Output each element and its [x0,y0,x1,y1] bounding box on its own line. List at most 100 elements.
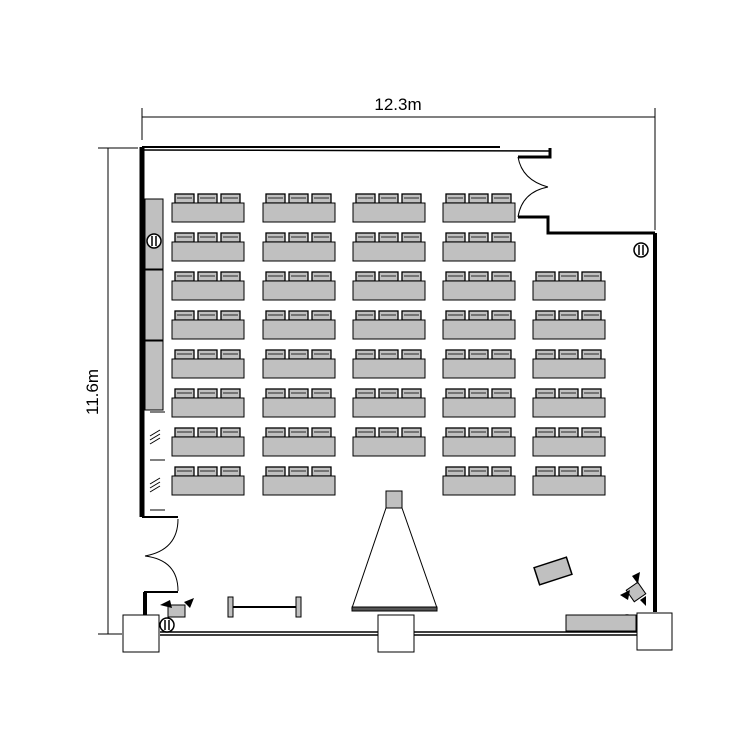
chair [491,310,512,321]
desk-unit [442,427,516,457]
desk [532,280,606,301]
chair [535,271,556,282]
desk-unit [262,349,336,379]
chair [401,349,422,360]
desk-unit [171,310,245,340]
chair [491,271,512,282]
desk [171,358,245,379]
chair [220,349,241,360]
chair [558,466,579,477]
chair [445,271,466,282]
desk-unit [262,427,336,457]
desk [352,319,426,340]
chair [355,193,376,204]
chair [265,466,286,477]
chair [558,427,579,438]
chair [197,427,218,438]
chair [174,232,195,243]
desk-unit [532,466,606,496]
desk [532,475,606,496]
desk [171,202,245,223]
chair [491,427,512,438]
desk-unit [171,427,245,457]
desk-unit [442,271,516,301]
chair [220,310,241,321]
left-double-door[interactable] [144,518,179,592]
desk [352,397,426,418]
chair [197,193,218,204]
desk [532,358,606,379]
chair [581,427,602,438]
chair [197,388,218,399]
chair [265,349,286,360]
lectern-table [533,556,573,586]
desk [171,241,245,262]
desk [442,358,516,379]
chair [197,271,218,282]
chair [581,310,602,321]
chair [197,232,218,243]
desk-grid [171,193,606,496]
chair [220,466,241,477]
desk-unit [442,310,516,340]
chair [174,193,195,204]
chair [491,193,512,204]
chair [311,349,332,360]
chair [311,271,332,282]
structural-columns [122,612,673,653]
chair [174,271,195,282]
chair [220,271,241,282]
desk [171,397,245,418]
chair [174,388,195,399]
desk [352,280,426,301]
desk [442,436,516,457]
top-right-double-door[interactable] [517,156,549,218]
chair [288,232,309,243]
chair [535,349,556,360]
chair [311,388,332,399]
chair [220,232,241,243]
desk-unit [352,349,426,379]
chair [174,349,195,360]
desk [352,436,426,457]
desk-unit [442,232,516,262]
chair [535,310,556,321]
chair [220,388,241,399]
chair [581,271,602,282]
desk [262,397,336,418]
chair [265,388,286,399]
chair [288,466,309,477]
chair [311,193,332,204]
chair [491,232,512,243]
chair [468,388,489,399]
chair [355,232,376,243]
chair [581,466,602,477]
chair [491,349,512,360]
chair [288,427,309,438]
desk [262,280,336,301]
desk-unit [171,271,245,301]
coat-hangers [149,411,165,511]
desk-unit [442,466,516,496]
chair [265,310,286,321]
chair [355,388,376,399]
chair [220,193,241,204]
desk-unit [262,310,336,340]
chair [445,232,466,243]
chair [265,193,286,204]
desk [532,397,606,418]
height-label: 11.6m [83,369,102,415]
desk-unit [442,349,516,379]
desk-unit [171,232,245,262]
desk-unit [532,388,606,418]
desk-unit [352,310,426,340]
desk [171,280,245,301]
chair [581,349,602,360]
chair [378,310,399,321]
chair [288,271,309,282]
chair [491,466,512,477]
chair [288,388,309,399]
desk-unit [171,193,245,223]
desk-unit [262,271,336,301]
chair [174,310,195,321]
